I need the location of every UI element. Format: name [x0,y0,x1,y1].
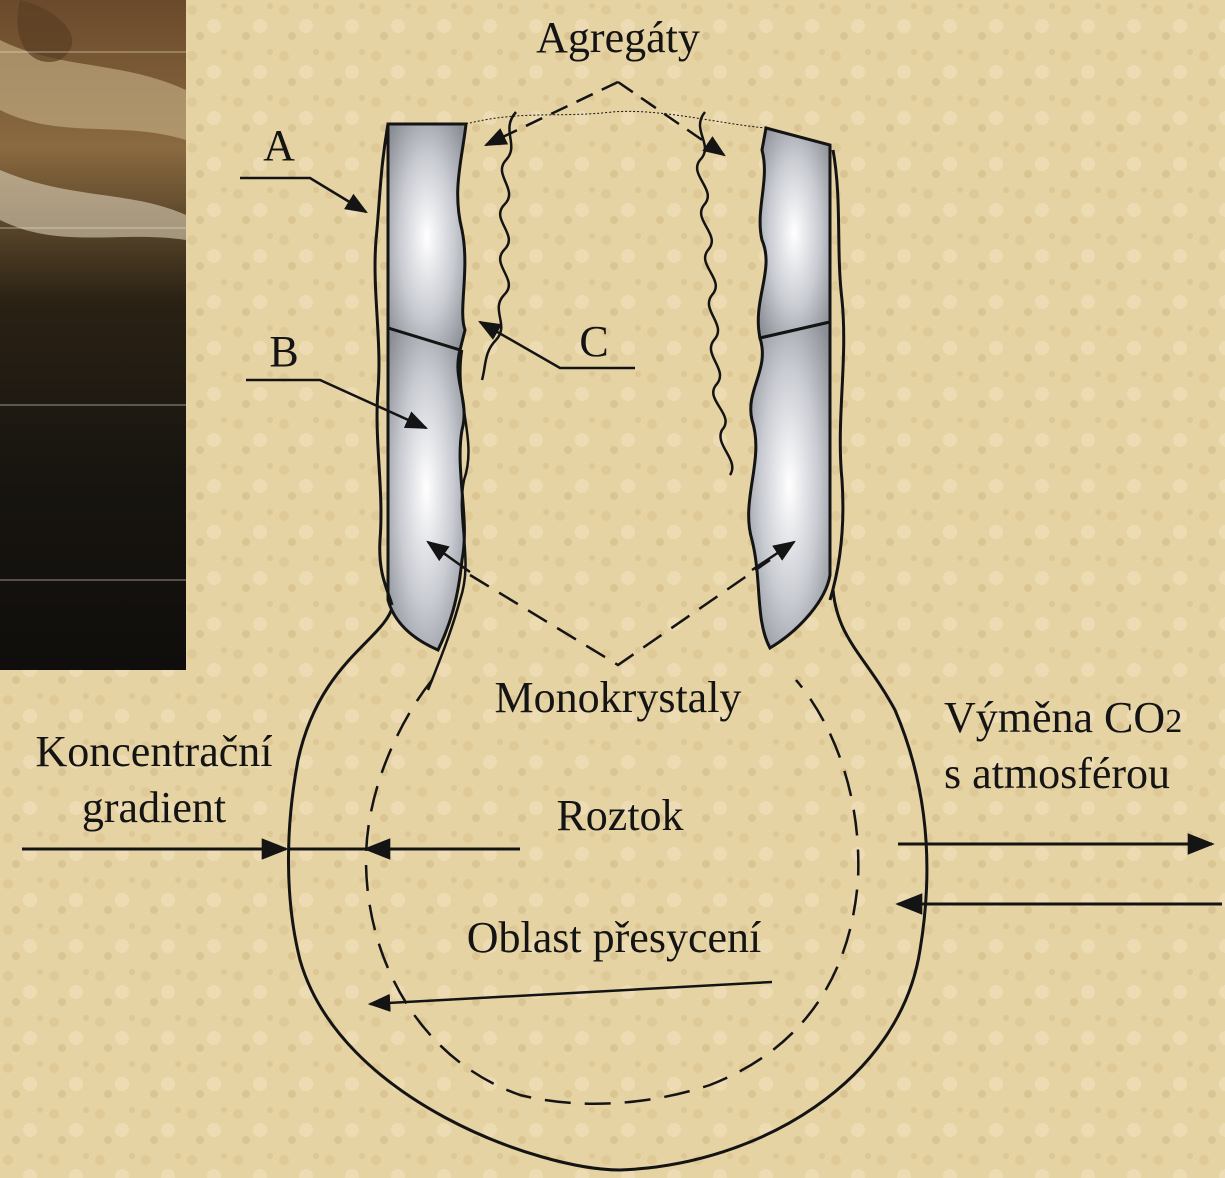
label-supersaturation: Oblast přesycení [467,913,761,962]
label-exchange-subscript: 2 [1165,703,1182,740]
label-exchange-line1: Výměna CO2 [944,693,1182,742]
label-exchange-text: Výměna CO [944,693,1165,742]
label-exchange-line2: s atmosférou [944,749,1170,798]
cave-photo [0,0,186,670]
label-agregaty: Agregáty [536,13,700,62]
label-monokrystaly: Monokrystaly [495,673,742,722]
label-roztok: Roztok [556,791,683,840]
label-b: B [269,327,298,376]
label-a: A [263,121,295,170]
label-gradient-line2: gradient [82,783,226,832]
label-c: C [579,317,608,366]
label-gradient-line1: Koncentrační [36,727,273,776]
left-crystal-column [375,124,468,690]
right-crystal-column [749,128,844,648]
